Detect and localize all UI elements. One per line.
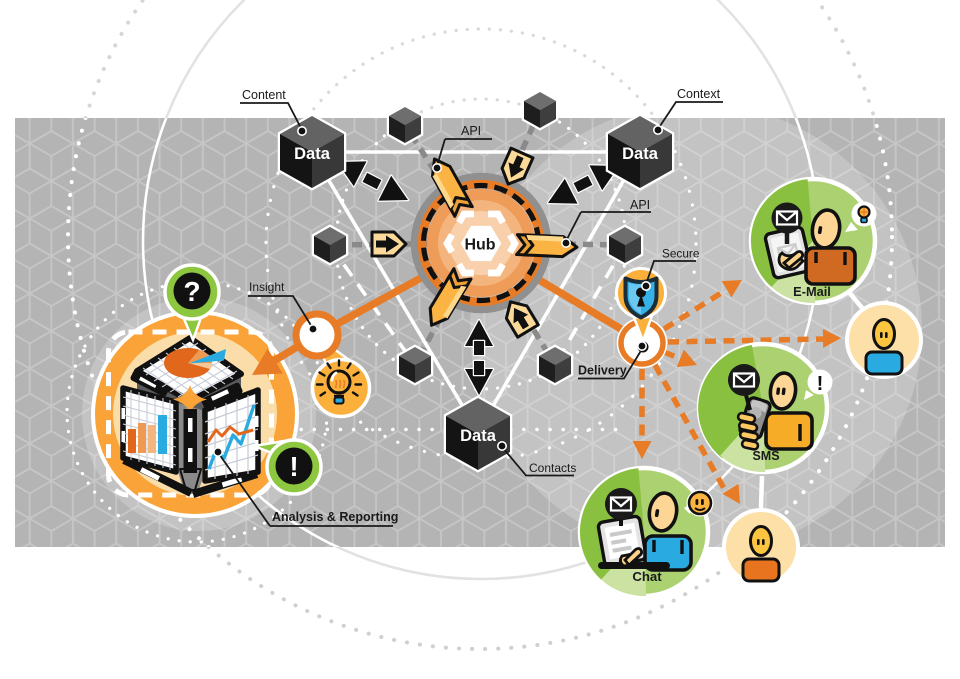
svg-text:Context: Context	[677, 87, 721, 101]
svg-text:Hub: Hub	[464, 237, 495, 254]
svg-text:Insight: Insight	[249, 280, 285, 294]
svg-text:E-Mail: E-Mail	[793, 284, 831, 299]
svg-text:Delivery: Delivery	[578, 364, 627, 378]
svg-text:Contacts: Contacts	[529, 461, 576, 475]
svg-text:Data: Data	[460, 427, 497, 445]
svg-text:Chat: Chat	[632, 569, 662, 584]
svg-text:Data: Data	[622, 145, 659, 163]
svg-text:!: !	[289, 451, 298, 482]
svg-text:Content: Content	[242, 88, 286, 102]
svg-text:API: API	[630, 198, 650, 212]
svg-text:Secure: Secure	[662, 247, 700, 261]
svg-text:?: ?	[183, 276, 200, 307]
svg-text:SMS: SMS	[752, 449, 779, 463]
svg-text:!: !	[817, 373, 824, 395]
svg-text:Data: Data	[294, 145, 331, 163]
svg-text:Analysis & Reporting: Analysis & Reporting	[272, 510, 398, 524]
svg-text:API: API	[461, 124, 481, 138]
